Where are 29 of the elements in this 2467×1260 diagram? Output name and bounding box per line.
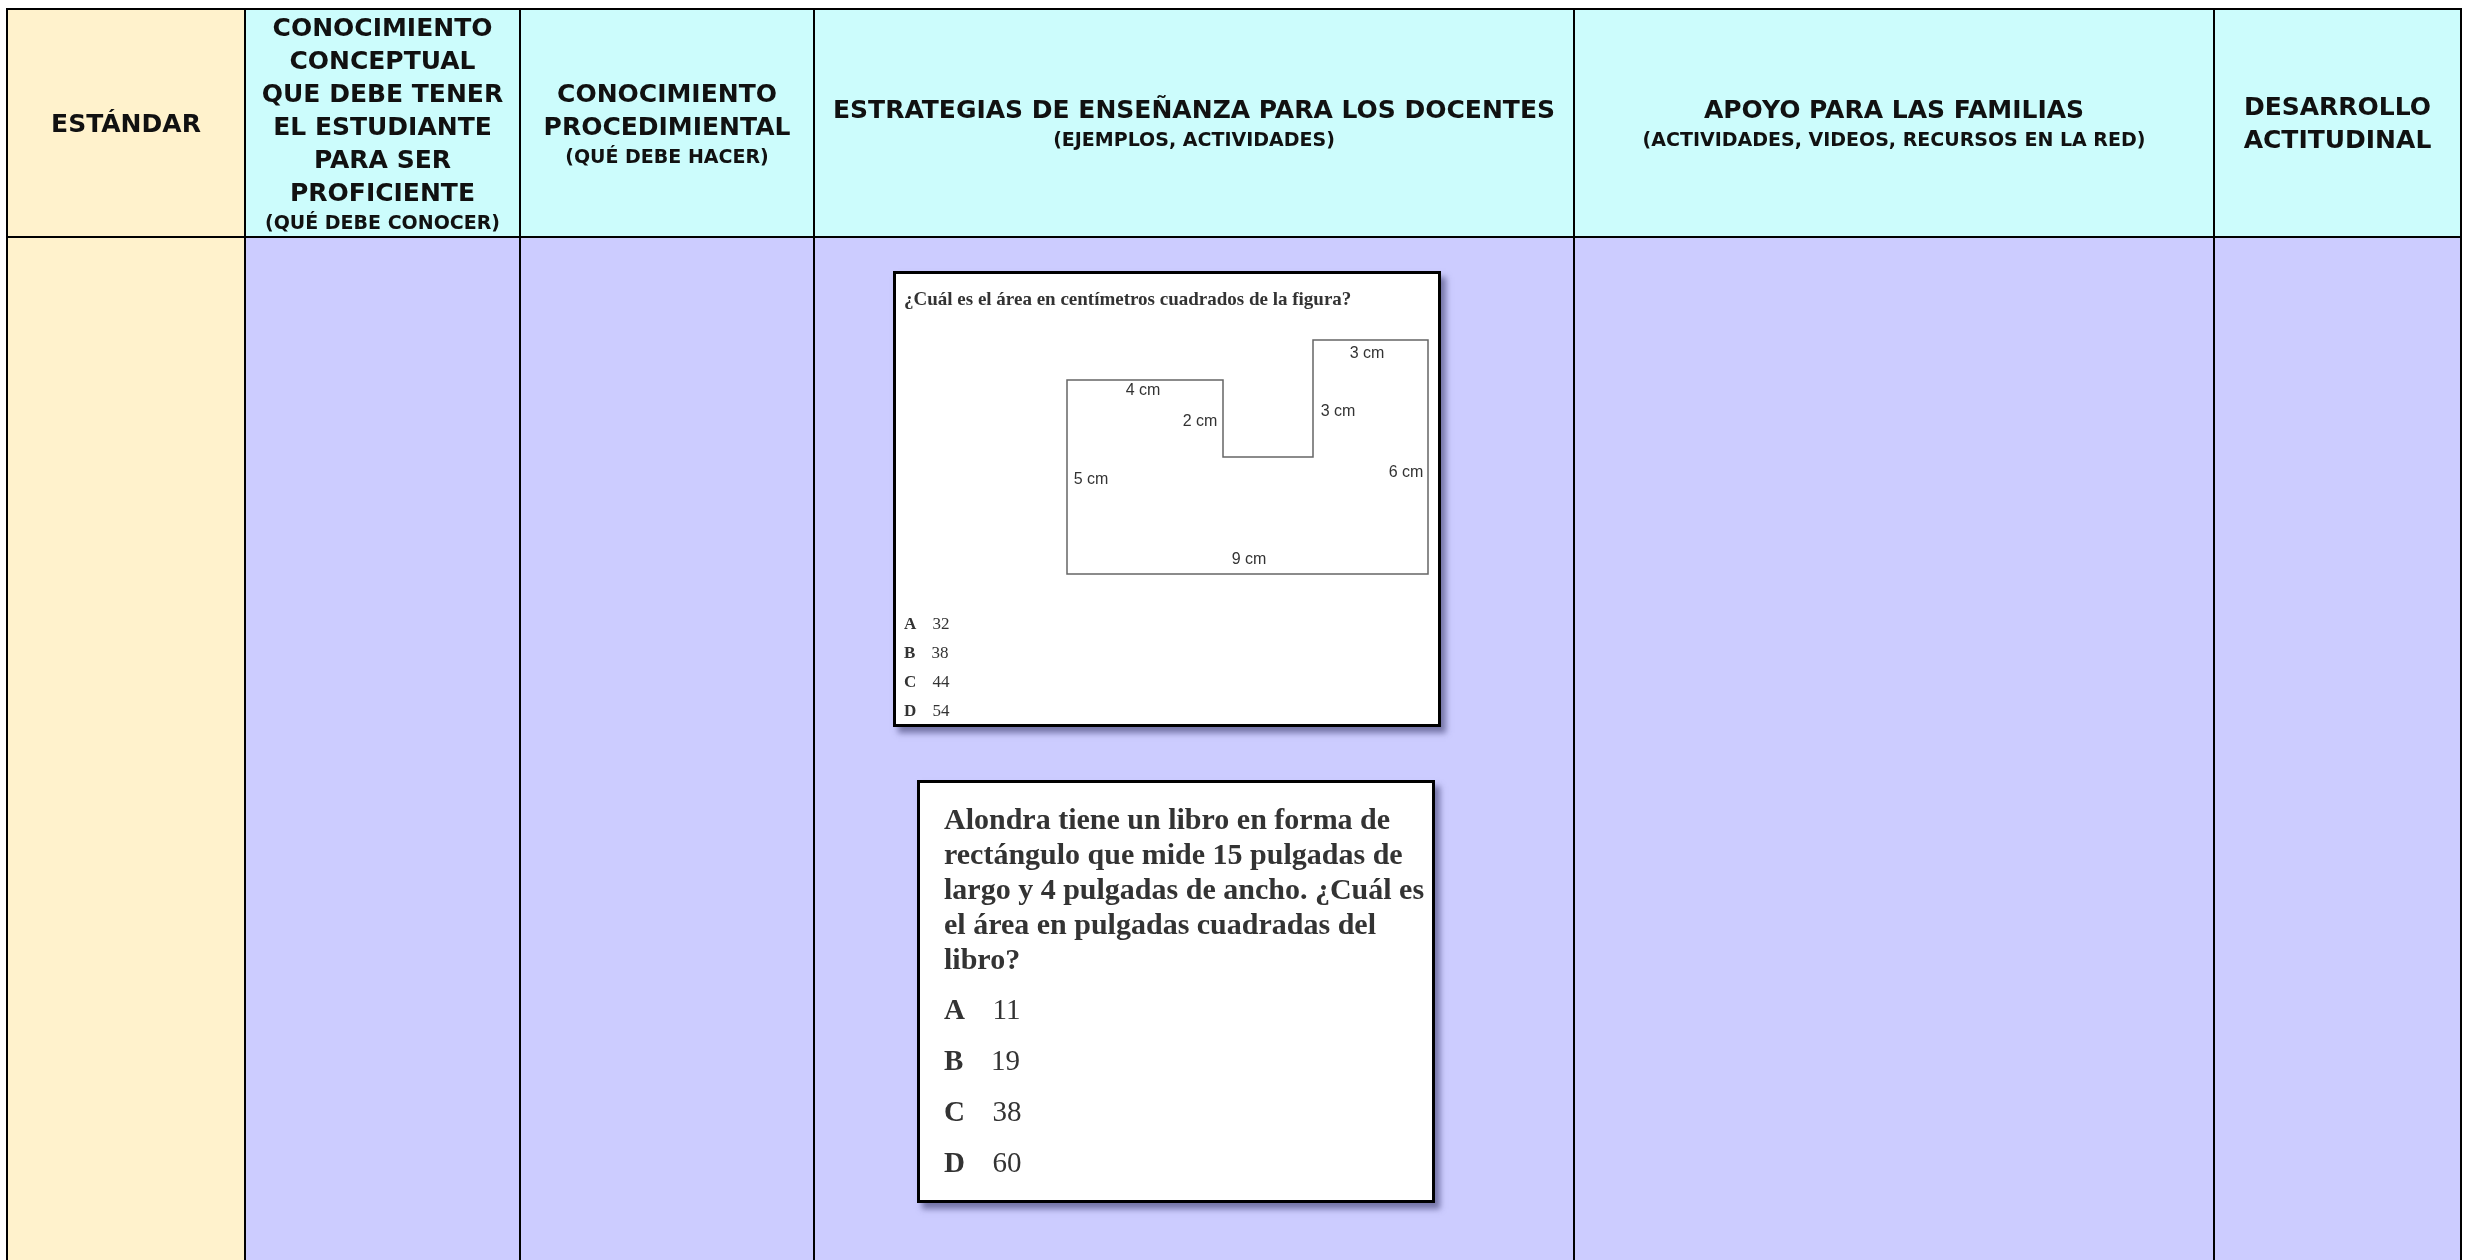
column-subheading: (QUÉ DEBE CONOCER): [264, 209, 501, 235]
dimension-label: 6 cm: [1388, 463, 1424, 481]
column-heading: ESTÁNDAR: [51, 107, 201, 140]
dimension-label: 3 cm: [1320, 402, 1356, 420]
question-text: ¿Cuál es el área en centímetros cuadrados de la figura?: [904, 288, 1352, 310]
dimension-label: 2 cm: [1182, 412, 1218, 430]
answer-option: A 11: [944, 993, 1021, 1026]
dimension-label: 4 cm: [1125, 381, 1161, 399]
column-subheading: (ACTIVIDADES, VIDEOS, RECURSOS EN LA RED): [1642, 127, 2146, 152]
dimension-label: 3 cm: [1349, 344, 1385, 362]
column-heading: DESARROLLO ACTITUDINAL: [2242, 91, 2433, 156]
column-heading: ESTRATEGIAS DE ENSEÑANZA PARA LOS DOCENTES: [833, 94, 1555, 126]
answer-option: B 19: [944, 1044, 1020, 1077]
column-heading: APOYO PARA LAS FAMILIAS: [1703, 94, 2085, 126]
question-card: [893, 271, 1441, 727]
column-heading: CONOCIMIENTO PROCEDIMIENTAL: [542, 77, 792, 143]
answer-option: B 38: [904, 643, 949, 663]
dimension-label: 9 cm: [1231, 550, 1267, 568]
column-heading: CONOCIMIENTO CONCEPTUAL QUE DEBE TENER EL ESTUDIANTE PARA SER PROFICIENTE: [260, 11, 505, 209]
answer-option: D 54: [904, 701, 950, 721]
column-subheading: (EJEMPLOS, ACTIVIDADES): [1053, 127, 1335, 152]
answer-option: C 44: [904, 672, 950, 692]
answer-option: D 60: [944, 1146, 1022, 1179]
dimension-label: 5 cm: [1073, 470, 1109, 488]
question-text: Alondra tiene un libro en forma de rectángulo que mide 15 pulgadas de largo y 4 pulgadas de ancho. ¿Cuál es el área en pulgadas cuadradas del libro?: [944, 801, 1426, 976]
column-subheading: (QUÉ DEBE HACER): [565, 143, 769, 169]
answer-option: A 32: [904, 614, 950, 634]
answer-option: C 38: [944, 1095, 1022, 1128]
question-card: [917, 780, 1435, 1203]
